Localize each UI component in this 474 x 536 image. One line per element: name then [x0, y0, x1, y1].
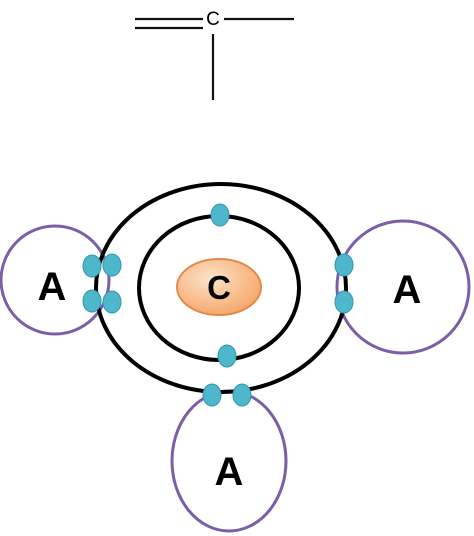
atom-label-bottom: A: [215, 450, 244, 494]
atom-label-left: A: [38, 265, 67, 309]
electron-bottom-2: [232, 383, 252, 407]
atom-label-right: A: [393, 268, 422, 312]
atom-ring-left: [0, 224, 111, 336]
electrons: [82, 203, 354, 407]
outer-atoms: [0, 219, 471, 533]
electron-bottom-1: [202, 383, 222, 407]
nucleus-body: [176, 258, 262, 316]
nucleus: C: [176, 258, 262, 316]
atom-ring-right: [335, 219, 471, 355]
nucleus-label: C: [207, 269, 231, 306]
outer-atom-labels: A A A: [38, 265, 422, 494]
electron-inner-bottom: [217, 344, 237, 368]
electron-left-3: [82, 289, 102, 313]
structural-formula: C: [135, 9, 294, 100]
electron-right-2: [334, 290, 354, 314]
electron-left-2: [102, 253, 122, 277]
electron-inner-top: [210, 203, 230, 227]
electron-left-1: [82, 254, 102, 278]
structural-carbon-label: C: [206, 9, 220, 30]
electron-left-4: [102, 290, 122, 314]
electron-right-1: [334, 253, 354, 277]
